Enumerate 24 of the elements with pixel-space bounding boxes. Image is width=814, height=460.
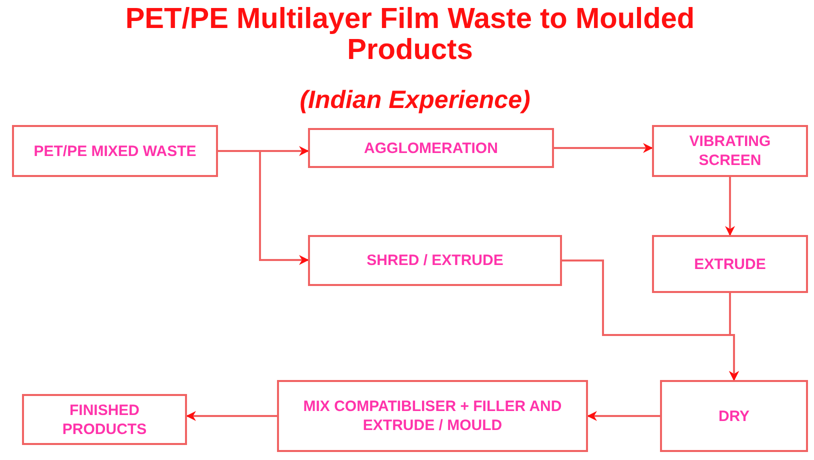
subtitle: (Indian Experience): [298, 85, 532, 116]
process-box: [277, 380, 588, 452]
arrow: [587, 411, 660, 421]
step-label: EXTRUDE: [694, 254, 766, 274]
process-box: [308, 128, 554, 168]
arrow: [729, 293, 739, 381]
process-box: [652, 125, 808, 177]
process-box: [660, 380, 808, 452]
process-box: [12, 125, 218, 177]
arrow: [725, 177, 735, 236]
arrow: [218, 150, 309, 265]
step-label: SHRED / EXTRUDE: [366, 251, 504, 270]
step-label: VIBRATING SCREEN: [688, 132, 772, 170]
step-label: FINISHED PRODUCTS: [61, 400, 148, 438]
step-label: AGGLOMERATION: [364, 138, 498, 158]
step-label: DRY: [718, 406, 750, 426]
process-box: [652, 235, 808, 293]
step-label: MIX COMPATIBLISER + FILLER AND EXTRUDE / MOULD: [302, 397, 563, 435]
title: PET/PE Multilayer Film Waste to Moulded Products: [124, 4, 696, 66]
arrow: [554, 143, 653, 153]
step-label: PET/PE MIXED WASTE: [34, 142, 196, 160]
arrow: [186, 411, 277, 421]
process-box: [308, 235, 562, 286]
process-box: [22, 394, 187, 445]
